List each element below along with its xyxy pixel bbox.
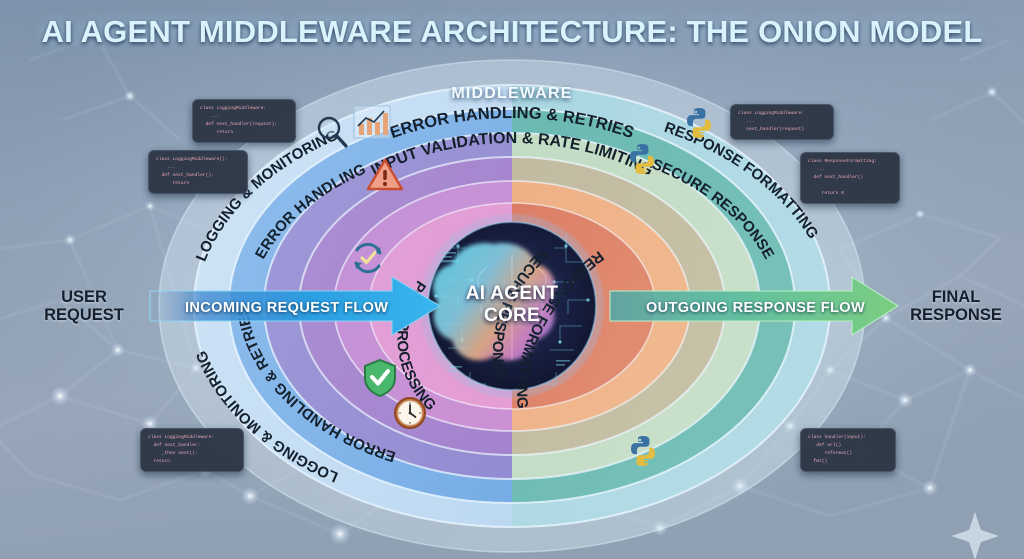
code-snippet-top-right: class LoggingMiddleware: ... next_handle…	[730, 104, 834, 141]
user-request-line2: REQUEST	[44, 306, 124, 325]
outgoing-response-flow-label: OUTGOING RESPONSE FLOW	[646, 300, 866, 316]
ai-agent-core-label: AI AGENT CORE	[412, 283, 612, 327]
shield-check-icon	[362, 358, 398, 403]
bar-chart-icon	[352, 104, 392, 145]
code-snippet-mid-left: class LoggingMiddleware(): ... def next_…	[148, 150, 248, 195]
python-logo-icon	[626, 434, 660, 473]
code-snippet-mid-right: class ResponseFormatting: ... def next_h…	[800, 152, 900, 205]
magnifier-icon	[312, 112, 352, 157]
refresh-check-icon	[349, 239, 387, 282]
sparkle-decoration	[951, 512, 999, 559]
clock-icon	[393, 396, 427, 435]
code-snippet-bottom-left: class LoggingMiddleware: def next_handle…	[140, 428, 244, 473]
python-logo-icon	[625, 142, 659, 181]
page-title: AI AGENT MIDDLEWARE ARCHITECTURE: THE ON…	[41, 14, 983, 49]
user-request-line1: USER	[61, 288, 107, 306]
incoming-request-arrow	[149, 275, 442, 337]
final-response-line2: RESPONSE	[910, 306, 1002, 325]
core-label-line1: AI AGENT	[465, 283, 559, 304]
final-response-line1: FINAL	[931, 288, 981, 306]
core-label-line2: CORE	[483, 304, 541, 326]
final-response-label: FINAL RESPONSE	[900, 288, 1012, 325]
user-request-label: USER REQUEST	[28, 288, 140, 325]
code-snippet-top-left: class LoggingMiddleware: ... def next_ha…	[192, 99, 296, 144]
outgoing-response-arrow	[609, 275, 900, 337]
incoming-request-flow-label: INCOMING REQUEST FLOW	[185, 300, 389, 316]
middleware-label: MIDDLEWARE	[451, 85, 573, 102]
code-snippet-bottom-right: class handler(input): def url() reformat…	[800, 428, 896, 473]
warning-triangle-icon	[366, 158, 404, 197]
python-logo-icon	[682, 106, 716, 145]
